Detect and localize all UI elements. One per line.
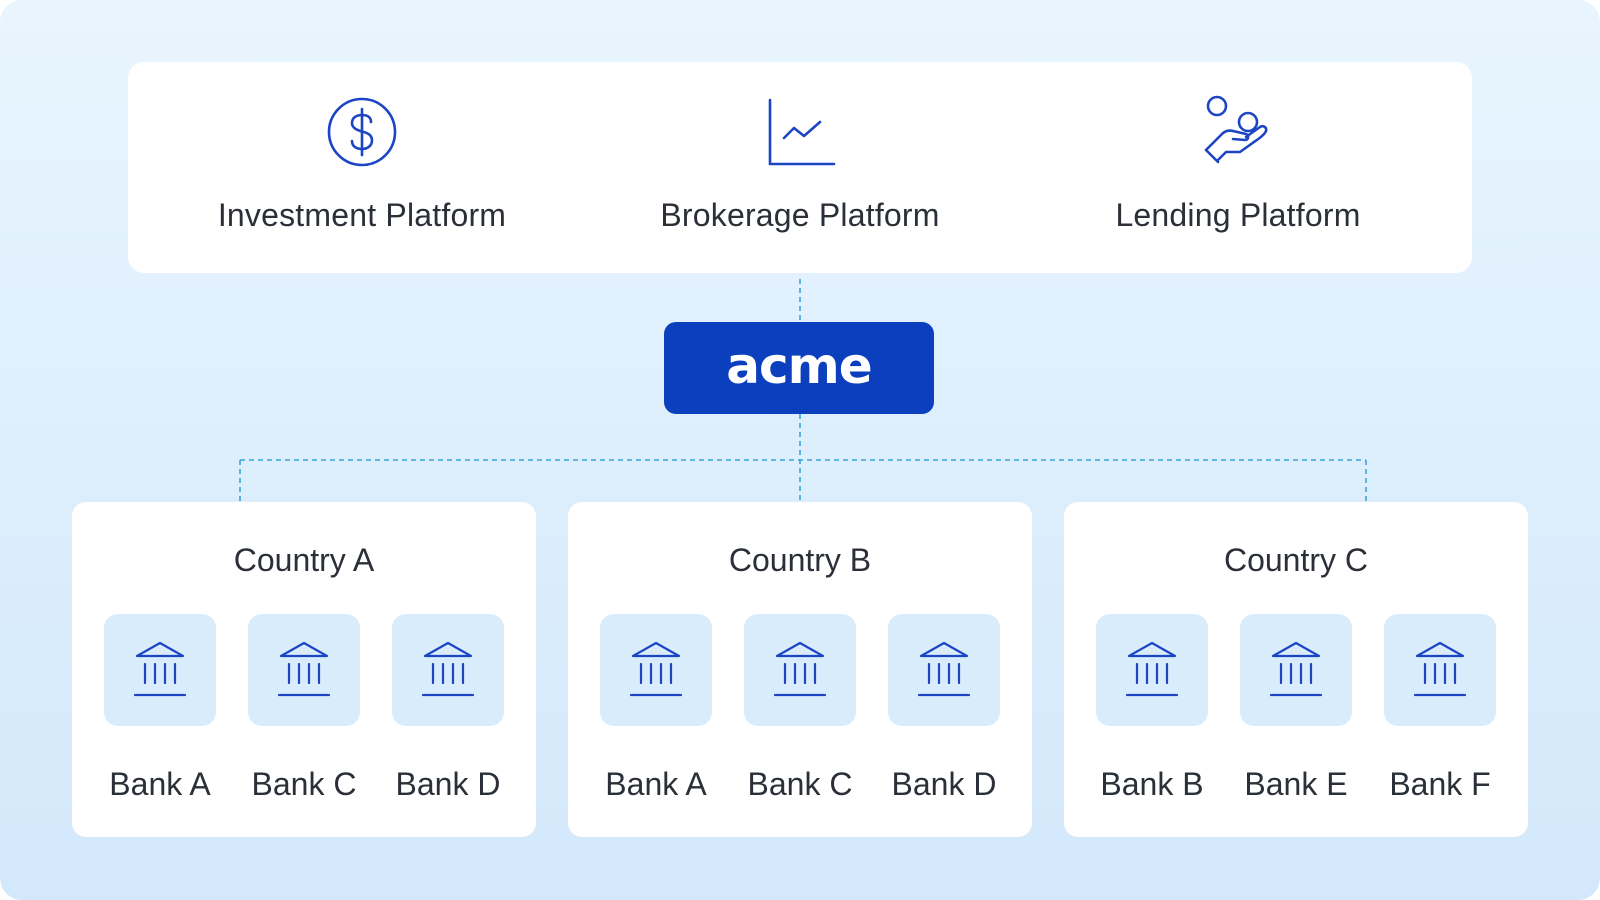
acme-logo: acme [726,337,872,395]
bank-label: Bank A [109,766,211,802]
bank-card: Bank E [1240,614,1352,802]
bank-label: Bank E [1244,766,1348,802]
bank-label: Bank A [605,766,707,802]
line-chart-icon [762,94,838,170]
bank-icon [104,614,216,726]
bank-icon [1240,614,1352,726]
platform-investment: Investment Platform [142,62,582,273]
bank-card: Bank A [104,614,216,802]
bank-label: Bank F [1389,766,1491,802]
acme-hub-node: acme [664,322,934,414]
platform-label: Investment Platform [217,197,507,233]
country-title: Country C [1223,542,1369,578]
country-panel-a: Country A Bank A Bank C [72,502,536,837]
country-panel-c: Country C Bank B Bank E [1064,502,1528,837]
bank-card: Bank B [1096,614,1208,802]
bank-label: Bank D [395,766,501,802]
bank-icon [1096,614,1208,726]
platform-label: Lending Platform [1115,197,1361,233]
dollar-circle-icon [324,94,400,170]
country-title: Country B [728,542,872,578]
bank-icon [392,614,504,726]
bank-icon [888,614,1000,726]
bank-card: Bank C [248,614,360,802]
bank-card: Bank D [888,614,1000,802]
country-title: Country A [233,542,375,578]
hand-coin-icon [1200,94,1276,170]
country-panel-b: Country B Bank A Bank C [568,502,1032,837]
bank-label: Bank C [251,766,357,802]
bank-icon [248,614,360,726]
platform-brokerage: Brokerage Platform [580,62,1020,273]
bank-icon [744,614,856,726]
bank-label: Bank B [1100,766,1204,802]
bank-card: Bank D [392,614,504,802]
platforms-panel: Investment Platform Brokerage Platform [128,62,1472,273]
bank-card: Bank C [744,614,856,802]
bank-label: Bank C [747,766,853,802]
bank-card: Bank F [1384,614,1496,802]
bank-card: Bank A [600,614,712,802]
bank-icon [1384,614,1496,726]
bank-label: Bank D [891,766,997,802]
platform-label: Brokerage Platform [660,197,940,233]
bank-icon [600,614,712,726]
platform-lending: Lending Platform [1018,62,1458,273]
